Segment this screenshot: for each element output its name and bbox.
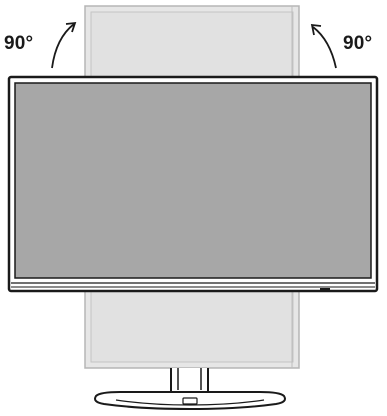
rotate-counterclockwise-arrow-icon xyxy=(51,21,77,69)
rotation-angle-left-label: 90° xyxy=(4,33,34,54)
power-button xyxy=(320,288,330,290)
monitor-stand xyxy=(94,368,286,411)
rotate-clockwise-arrow-icon xyxy=(310,23,337,69)
monitor-screen xyxy=(14,82,372,279)
landscape-monitor xyxy=(7,75,379,293)
rotation-angle-right-label: 90° xyxy=(343,33,373,54)
